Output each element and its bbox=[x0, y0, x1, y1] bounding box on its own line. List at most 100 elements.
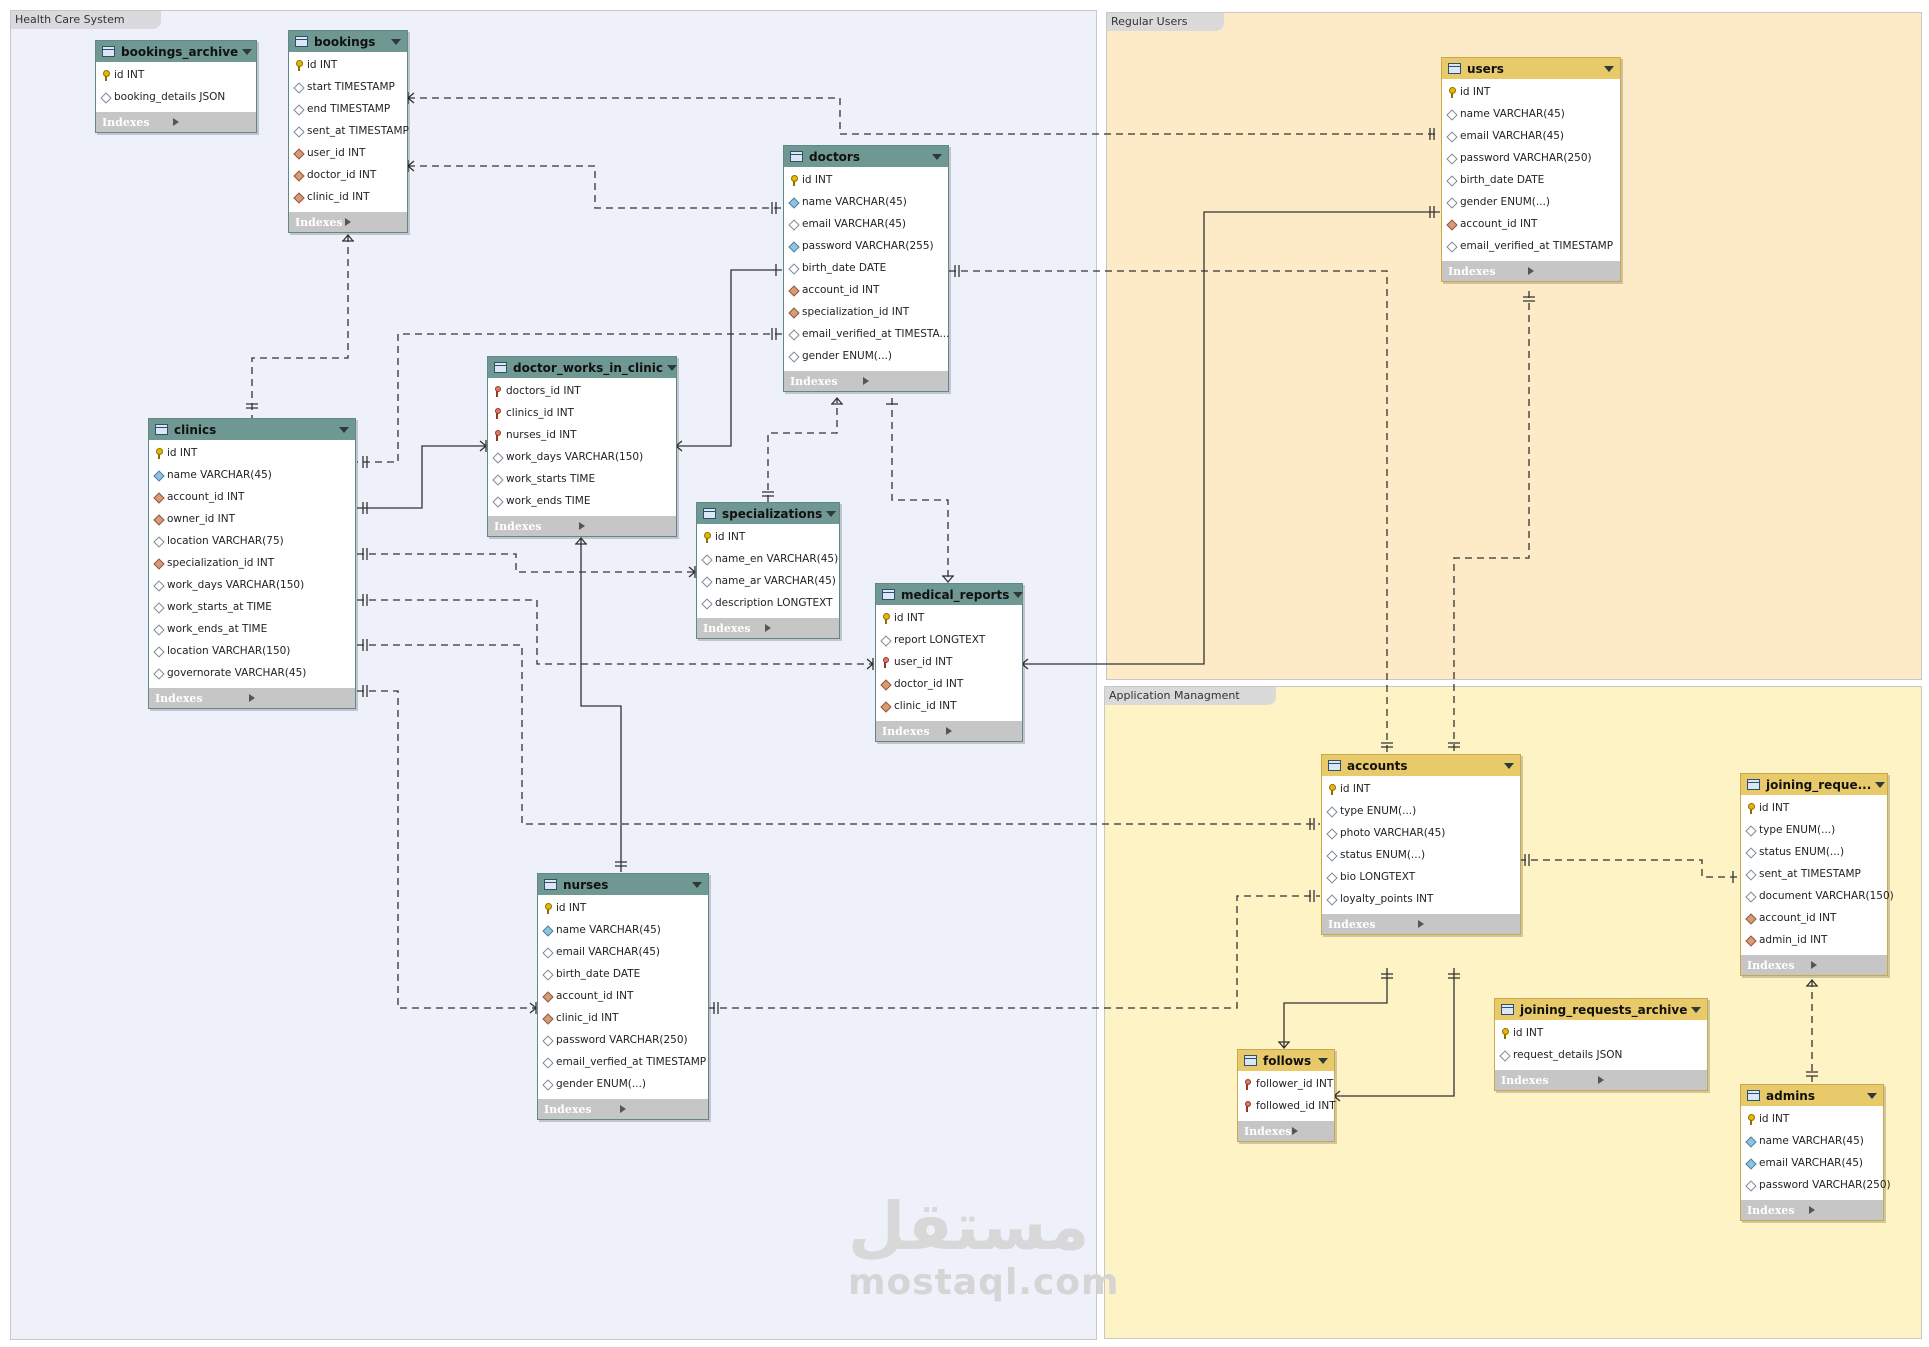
column-row[interactable]: gender ENUM(...) bbox=[538, 1073, 708, 1095]
chevron-down-icon[interactable] bbox=[666, 364, 677, 371]
table-header[interactable]: joining_reque... bbox=[1741, 774, 1887, 795]
column-row[interactable]: id INT bbox=[96, 64, 256, 86]
column-row[interactable]: doctors_id INT bbox=[488, 380, 676, 402]
expand-arrow-icon[interactable] bbox=[1811, 961, 1881, 969]
expand-arrow-icon[interactable] bbox=[345, 218, 401, 226]
column-row[interactable]: account_id INT bbox=[538, 985, 708, 1007]
column-row[interactable]: name VARCHAR(45) bbox=[149, 464, 355, 486]
column-row[interactable]: bio LONGTEXT bbox=[1322, 866, 1520, 888]
column-row[interactable]: name_ar VARCHAR(45) bbox=[697, 570, 839, 592]
column-row[interactable]: location VARCHAR(75) bbox=[149, 530, 355, 552]
column-row[interactable]: loyalty_points INT bbox=[1322, 888, 1520, 910]
column-row[interactable]: request_details JSON bbox=[1495, 1044, 1707, 1066]
indexes-section[interactable]: Indexes bbox=[96, 112, 256, 132]
column-row[interactable]: id INT bbox=[1741, 1108, 1883, 1130]
chevron-down-icon[interactable] bbox=[1604, 65, 1614, 72]
column-row[interactable]: user_id INT bbox=[289, 142, 407, 164]
column-row[interactable]: gender ENUM(...) bbox=[1442, 191, 1620, 213]
expand-arrow-icon[interactable] bbox=[1418, 920, 1514, 928]
column-row[interactable]: id INT bbox=[784, 169, 948, 191]
column-row[interactable]: end TIMESTAMP bbox=[289, 98, 407, 120]
chevron-down-icon[interactable] bbox=[242, 48, 253, 55]
column-row[interactable]: name_en VARCHAR(45) bbox=[697, 548, 839, 570]
column-row[interactable]: report LONGTEXT bbox=[876, 629, 1022, 651]
column-row[interactable]: doctor_id INT bbox=[876, 673, 1022, 695]
table-header[interactable]: medical_reports bbox=[876, 584, 1024, 605]
indexes-section[interactable]: Indexes bbox=[1442, 261, 1620, 281]
chevron-down-icon[interactable] bbox=[826, 510, 837, 517]
expand-arrow-icon[interactable] bbox=[579, 522, 670, 530]
table-header[interactable]: specializations bbox=[697, 503, 839, 524]
column-row[interactable]: email VARCHAR(45) bbox=[784, 213, 948, 235]
column-row[interactable]: id INT bbox=[149, 442, 355, 464]
column-row[interactable]: clinic_id INT bbox=[538, 1007, 708, 1029]
chevron-down-icon[interactable] bbox=[692, 881, 702, 888]
column-row[interactable]: account_id INT bbox=[149, 486, 355, 508]
column-row[interactable]: start TIMESTAMP bbox=[289, 76, 407, 98]
column-row[interactable]: work_ends TIME bbox=[488, 490, 676, 512]
table-header[interactable]: users bbox=[1442, 58, 1620, 79]
column-row[interactable]: sent_at TIMESTAMP bbox=[289, 120, 409, 142]
column-row[interactable]: email_verified_at TIMESTA... bbox=[784, 323, 949, 345]
column-row[interactable]: id INT bbox=[876, 607, 1022, 629]
column-row[interactable]: type ENUM(...) bbox=[1322, 800, 1520, 822]
column-row[interactable]: location VARCHAR(150) bbox=[149, 640, 355, 662]
indexes-section[interactable]: Indexes bbox=[697, 618, 839, 638]
column-row[interactable]: clinic_id INT bbox=[876, 695, 1022, 717]
column-row[interactable]: birth_date DATE bbox=[784, 257, 948, 279]
column-row[interactable]: id INT bbox=[538, 897, 708, 919]
column-row[interactable]: work_starts TIME bbox=[488, 468, 676, 490]
column-row[interactable]: account_id INT bbox=[1442, 213, 1620, 235]
column-row[interactable]: clinics_id INT bbox=[488, 402, 676, 424]
table-header[interactable]: doctor_works_in_clinic bbox=[488, 357, 677, 378]
column-row[interactable]: status ENUM(...) bbox=[1741, 841, 1887, 863]
expand-arrow-icon[interactable] bbox=[173, 118, 250, 126]
table-header[interactable]: bookings bbox=[289, 31, 407, 52]
column-row[interactable]: specialization_id INT bbox=[149, 552, 355, 574]
column-row[interactable]: doctor_id INT bbox=[289, 164, 407, 186]
column-row[interactable]: specialization_id INT bbox=[784, 301, 948, 323]
chevron-down-icon[interactable] bbox=[932, 153, 942, 160]
column-row[interactable]: id INT bbox=[1442, 81, 1620, 103]
column-row[interactable]: followed_id INT bbox=[1238, 1095, 1336, 1117]
expand-arrow-icon[interactable] bbox=[1528, 267, 1614, 275]
column-row[interactable]: name VARCHAR(45) bbox=[784, 191, 948, 213]
column-row[interactable]: sent_at TIMESTAMP bbox=[1741, 863, 1887, 885]
column-row[interactable]: password VARCHAR(250) bbox=[1442, 147, 1620, 169]
expand-arrow-icon[interactable] bbox=[249, 694, 349, 702]
indexes-section[interactable]: Indexes bbox=[1322, 914, 1520, 934]
column-row[interactable]: owner_id INT bbox=[149, 508, 355, 530]
table-header[interactable]: nurses bbox=[538, 874, 708, 895]
column-row[interactable]: work_ends_at TIME bbox=[149, 618, 355, 640]
indexes-section[interactable]: Indexes bbox=[784, 371, 948, 391]
column-row[interactable]: status ENUM(...) bbox=[1322, 844, 1520, 866]
column-row[interactable]: description LONGTEXT bbox=[697, 592, 839, 614]
expand-arrow-icon[interactable] bbox=[1598, 1076, 1701, 1084]
chevron-down-icon[interactable] bbox=[1867, 1092, 1877, 1099]
column-row[interactable]: name VARCHAR(45) bbox=[538, 919, 708, 941]
indexes-section[interactable]: Indexes bbox=[1495, 1070, 1707, 1090]
column-row[interactable]: id INT bbox=[1741, 797, 1887, 819]
indexes-section[interactable]: Indexes bbox=[488, 516, 676, 536]
table-header[interactable]: accounts bbox=[1322, 755, 1520, 776]
chevron-down-icon[interactable] bbox=[1013, 591, 1024, 598]
column-row[interactable]: account_id INT bbox=[784, 279, 948, 301]
column-row[interactable]: account_id INT bbox=[1741, 907, 1887, 929]
column-row[interactable]: birth_date DATE bbox=[1442, 169, 1620, 191]
table-header[interactable]: doctors bbox=[784, 146, 948, 167]
table-header[interactable]: admins bbox=[1741, 1085, 1883, 1106]
column-row[interactable]: user_id INT bbox=[876, 651, 1022, 673]
indexes-section[interactable]: Indexes bbox=[289, 212, 407, 232]
